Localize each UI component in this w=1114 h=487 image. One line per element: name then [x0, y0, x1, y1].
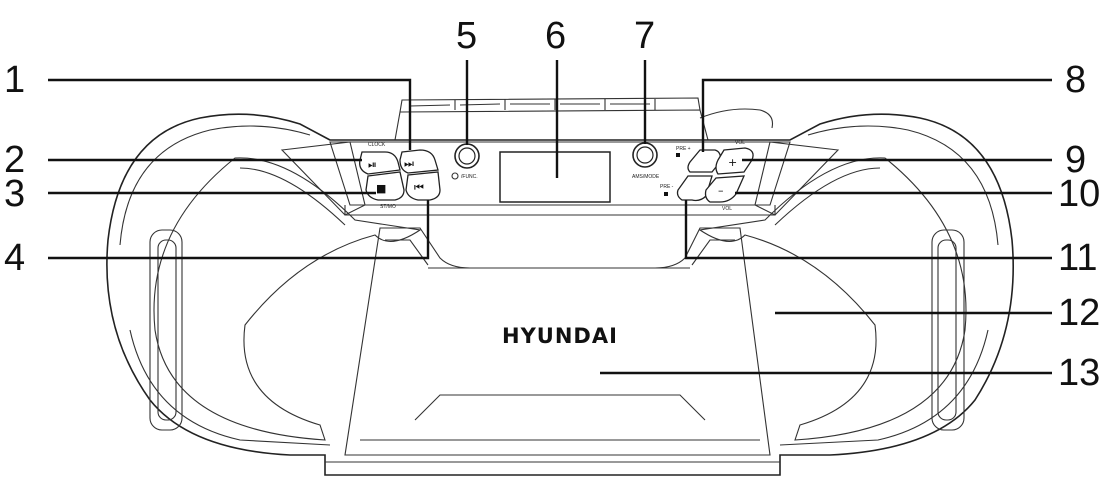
left-handle [149, 229, 183, 431]
ams-mode-label: AMS/MODE [632, 174, 660, 180]
left-speaker [153, 157, 422, 441]
callout-13: 13 [1058, 352, 1100, 394]
preset-down-button[interactable] [676, 175, 713, 202]
right-speaker [698, 157, 967, 441]
callout-4: 4 [4, 237, 25, 279]
callout-numbers: 1 2 3 4 5 6 7 8 9 10 11 12 13 [4, 15, 1100, 394]
vol-minus-label: VOL [722, 206, 732, 212]
skip-back-icon: ⏮ [414, 181, 424, 194]
right-button-cluster: PRE + PRE - VOL + – VOL [660, 140, 754, 212]
cd-door [344, 227, 771, 456]
boombox-body [106, 113, 1015, 476]
volume-up-button[interactable] [715, 147, 754, 175]
left-button-cluster: CLOCK ⏯ ■ ST/MO ⏭ ⏮ [359, 142, 441, 210]
lcd-display [499, 151, 611, 203]
callout-8: 8 [1065, 59, 1086, 101]
pre-plus-label: PRE + [676, 146, 691, 152]
folder-plus-icon [676, 153, 680, 157]
brand-logo-text: HYUNDAI [502, 324, 618, 348]
power-icon [451, 172, 459, 180]
leader-lines [48, 60, 1052, 375]
minus-icon: – [718, 184, 724, 197]
function-knob[interactable]: /FUNC. [451, 143, 480, 180]
ams-mode-knob[interactable]: AMS/MODE [632, 142, 660, 180]
callout-9: 9 [1065, 139, 1086, 181]
callout-10: 10 [1058, 173, 1100, 215]
callout-6: 6 [545, 15, 566, 57]
top-cassette-ridges [394, 97, 774, 141]
right-handle [931, 229, 965, 431]
callout-2: 2 [4, 139, 25, 181]
skip-forward-icon: ⏭ [404, 157, 414, 170]
callout-3: 3 [4, 173, 25, 215]
skip-back-button[interactable] [405, 171, 441, 201]
vol-plus-label: VOL [735, 140, 745, 146]
st-mo-label: ST/MO [380, 204, 396, 210]
volume-down-button[interactable] [704, 175, 746, 203]
callout-11: 11 [1058, 237, 1097, 279]
pre-minus-label: PRE - [660, 184, 674, 190]
preset-up-button[interactable] [687, 149, 722, 173]
callout-5: 5 [456, 15, 477, 57]
skip-forward-button[interactable] [399, 149, 439, 174]
clock-label: CLOCK [368, 142, 386, 148]
plus-icon: + [728, 156, 737, 169]
stop-icon: ■ [376, 182, 386, 195]
play-pause-icon: ⏯ [368, 158, 377, 171]
callout-7: 7 [634, 15, 655, 57]
folder-minus-icon [664, 192, 668, 196]
callout-1: 1 [4, 59, 25, 101]
callout-12: 12 [1058, 292, 1100, 334]
func-label: /FUNC. [461, 174, 478, 180]
play-pause-button[interactable] [359, 151, 401, 175]
